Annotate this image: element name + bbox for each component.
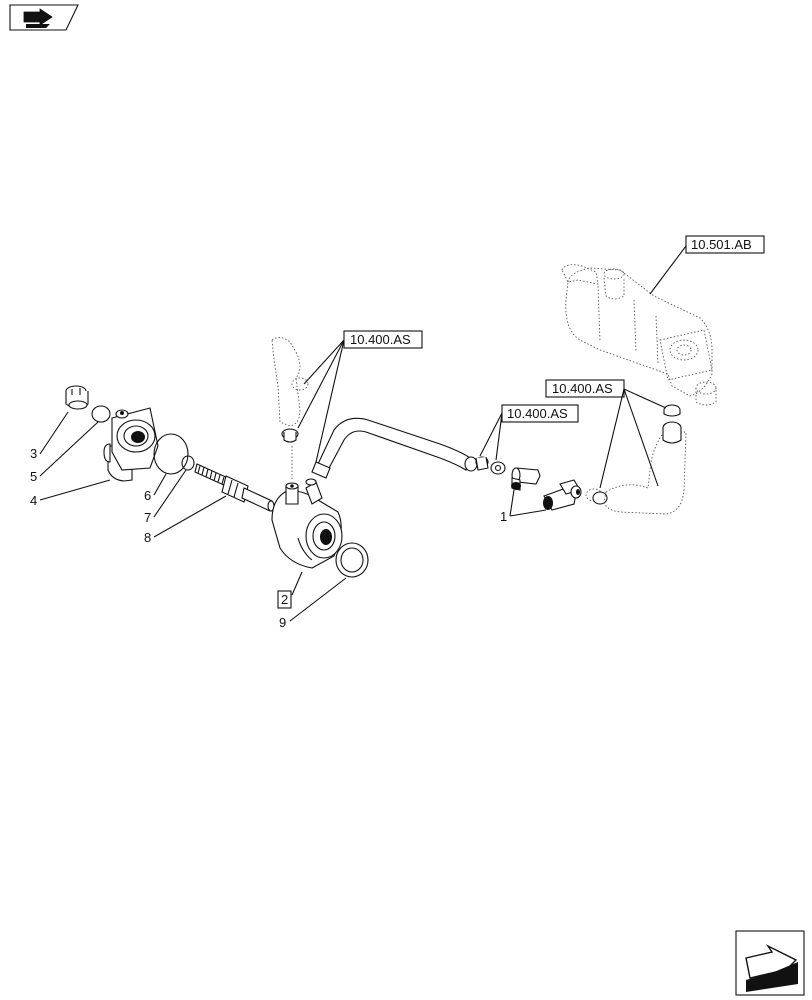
callout-3: 3 xyxy=(30,446,37,461)
egr-cooler-ghost xyxy=(561,264,717,406)
callout-7: 7 xyxy=(144,510,151,525)
coolant-hose-part xyxy=(311,417,506,479)
callout-4: 4 xyxy=(30,493,37,508)
ref-box-coolant-pipe-b[interactable]: 10.400.AS xyxy=(501,404,579,423)
ref-text-coolant-pipe-b: 10.400.AS xyxy=(507,406,568,421)
ref-box-coolant-pipe-c[interactable]: 10.400.AS xyxy=(545,379,625,398)
callout-2: 2 xyxy=(281,592,288,607)
oil-cooler-part xyxy=(271,478,343,569)
ref-box-egr-cooler[interactable]: 10.501.AB xyxy=(685,235,765,254)
callout-2-box: 2 xyxy=(277,590,292,609)
ghost-hose-right xyxy=(585,404,687,515)
callout-1: 1 xyxy=(500,509,507,524)
callout-5: 5 xyxy=(30,469,37,484)
large-o-ring-part xyxy=(153,433,189,475)
ref-box-coolant-pipe-a[interactable]: 10.400.AS xyxy=(343,330,423,349)
callout-leaders xyxy=(39,411,547,622)
elbow-fitting-upper xyxy=(511,467,541,491)
ref-text-coolant-pipe-a: 10.400.AS xyxy=(350,332,411,347)
tiny-o-ring-part xyxy=(181,455,195,471)
ref-leader-lines xyxy=(297,245,687,489)
elbow-fitting-lower xyxy=(543,479,582,511)
page-back-arrow-icon[interactable] xyxy=(9,4,79,31)
ref-text-egr-cooler: 10.501.AB xyxy=(691,237,752,252)
seal-ring-part xyxy=(335,542,369,578)
ref-text-coolant-pipe-c: 10.400.AS xyxy=(552,381,613,396)
plug-part xyxy=(65,385,89,410)
threaded-nipple-part xyxy=(194,463,275,512)
callout-8: 8 xyxy=(144,530,151,545)
callout-6: 6 xyxy=(144,488,151,503)
page-forward-arrow-icon[interactable] xyxy=(735,930,805,996)
filter-head-part xyxy=(103,407,159,482)
callout-9: 9 xyxy=(279,615,286,630)
ghost-hose-upper-left xyxy=(271,337,309,480)
small-o-ring-part xyxy=(91,405,111,423)
